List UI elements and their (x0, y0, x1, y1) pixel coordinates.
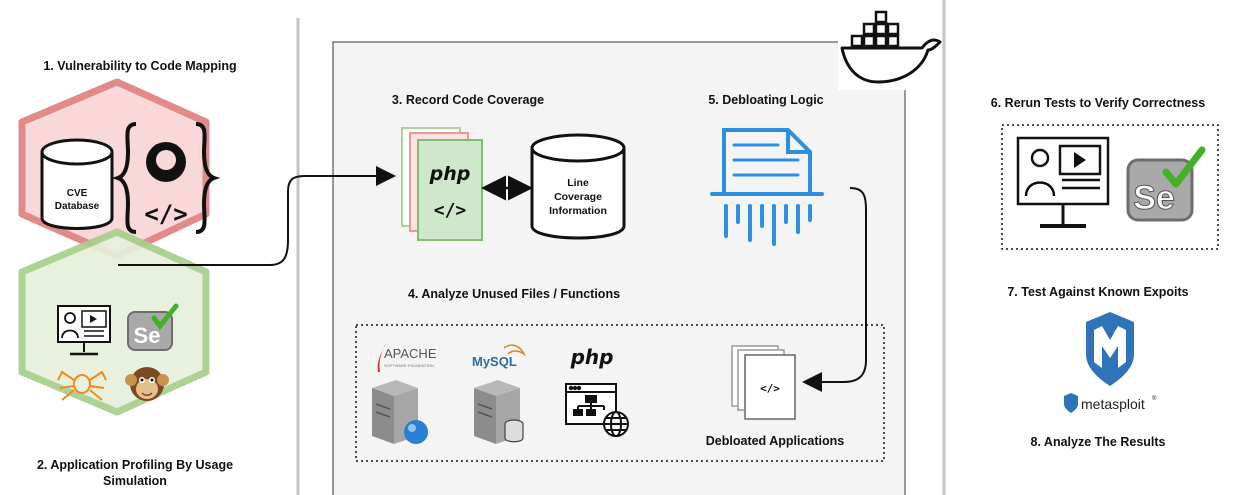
monkey-icon (125, 367, 169, 401)
cve-db-label-line2: Database (55, 201, 100, 212)
debloated-files-icon: </> (731, 345, 796, 420)
apache-sublabel: SOFTWARE FOUNDATION (384, 363, 434, 368)
apache-logo-icon: APACHE SOFTWARE FOUNDATION (377, 342, 437, 372)
selenium-small-label: Se (134, 323, 161, 348)
step2-title-line1: 2. Application Profiling By Usage (37, 458, 233, 472)
mysql-label: MySQL (472, 354, 517, 369)
step4-title: 4. Analyze Unused Files / Functions (408, 287, 620, 301)
php-source-files-icon: php </> (401, 127, 483, 241)
arrow-debloat-to-apps (802, 187, 867, 392)
user-at-computer-icon (57, 305, 111, 356)
shredder-icon (710, 128, 824, 246)
github-code-icon: </> (111, 122, 221, 234)
usage-simulation-hexagon (18, 228, 210, 416)
apache-label: APACHE (384, 346, 437, 361)
arrow-profiling-to-coverage (118, 166, 396, 266)
coverage-db-line2: Coverage (554, 191, 602, 203)
spider-crawler-icon (57, 370, 107, 401)
selenium-large-icon: Se (1126, 146, 1206, 222)
docker-whale-icon (838, 6, 942, 90)
test-runner-computer-icon (1016, 136, 1110, 228)
step2-title-line2: Simulation (103, 474, 167, 488)
coverage-database-icon: Line Coverage Information (530, 133, 626, 240)
debloated-code-glyph: </> (760, 382, 780, 395)
metasploit-registered-mark: ® (1152, 395, 1157, 402)
php-file-code-glyph: </> (434, 200, 467, 221)
web-sitemap-icon (565, 383, 629, 437)
cve-db-label-line1: CVE (67, 188, 88, 199)
step1-title: 1. Vulnerability to Code Mapping (43, 59, 236, 73)
step7-title: 7. Test Against Known Expoits (1007, 285, 1188, 299)
github-code-glyph: </> (144, 200, 187, 228)
debloated-apps-label: Debloated Applications (706, 434, 844, 448)
metasploit-label: metasploit (1081, 396, 1145, 412)
coverage-db-line1: Line (567, 177, 589, 189)
step6-title: 6. Rerun Tests to Verify Correctness (991, 96, 1205, 110)
applications-box (355, 324, 885, 462)
cve-database-icon: CVE Database (40, 138, 114, 230)
selenium-large-label: Se (1133, 179, 1175, 217)
mysql-server-icon (474, 380, 524, 444)
selenium-icon: Se (127, 303, 179, 351)
step3-title: 3. Record Code Coverage (392, 93, 544, 107)
coverage-db-line3: Information (549, 205, 607, 217)
step5-title: 5. Debloating Logic (708, 93, 823, 107)
php-file-label: php (429, 163, 471, 185)
apache-server-icon (372, 380, 428, 444)
metasploit-logo-icon (1086, 312, 1134, 386)
step8-title: 8. Analyze The Results (1031, 435, 1166, 449)
mysql-logo-icon: MySQL (472, 344, 526, 369)
php-logo-text: php (570, 345, 614, 369)
metasploit-wordmark: metasploit ® (1064, 393, 1157, 413)
